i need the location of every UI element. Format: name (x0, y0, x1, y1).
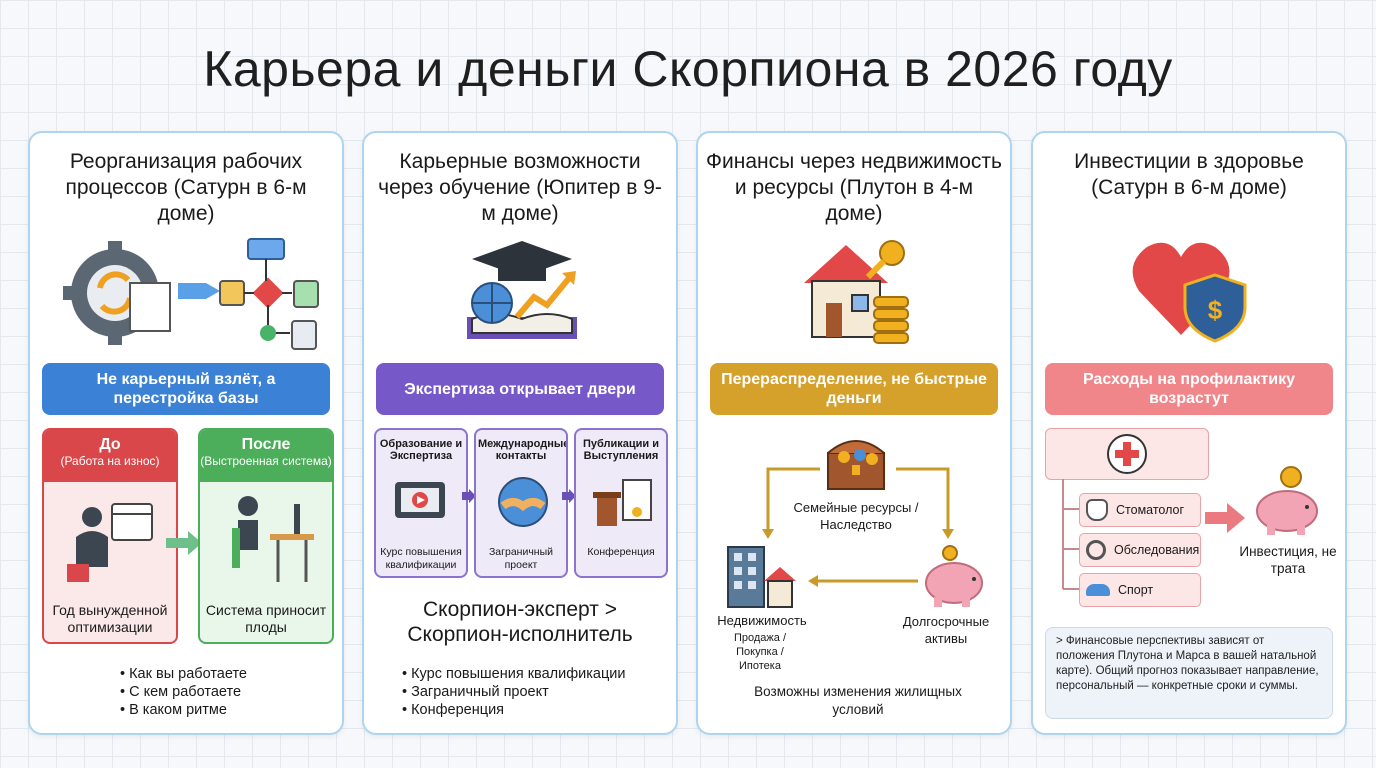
after-caption: Система приносит плоды (205, 602, 327, 635)
card-banner: Перераспределение, не быстрые деньги (710, 363, 998, 415)
step-caption: Конференция (587, 546, 655, 558)
list-item: Спорт (1079, 573, 1201, 607)
realty-sub: Продажа / Покупка / Ипотека (733, 632, 787, 672)
list-item: С кем работаете (120, 683, 247, 701)
gear-flowchart-icon (63, 238, 319, 350)
list-item: Стоматолог (1079, 493, 1201, 527)
tooth-icon (1086, 499, 1108, 521)
after-sub: (Выстроенная система) (200, 454, 332, 468)
card-title: Реорганизация рабочих процессов (Сатурн … (65, 150, 307, 225)
podium-icon (593, 479, 652, 526)
realty-label: Недвижимость (717, 613, 807, 628)
card-title: Финансы через недвижимость и ресурсы (Пл… (706, 150, 1002, 225)
headline: Скорпион-эксперт > Скорпион-исполнитель (407, 598, 633, 646)
list-item: В каком ритме (120, 701, 247, 719)
working-person-icon (232, 496, 314, 582)
step-panel: Публикации и Выступления Конференция (574, 428, 668, 578)
result-label: Инвестиция, не трата (1239, 544, 1337, 576)
treasure-chest-icon (827, 440, 885, 490)
step-panel: Международные контакты Заграничный проек… (474, 428, 568, 578)
before-label: До (99, 436, 121, 453)
card-learning: Карьерные возможности через обучение (Юп… (362, 131, 678, 735)
list-item: Как вы работаете (120, 665, 247, 683)
before-panel: До (Работа на износ) Год вынужденной опт… (42, 428, 178, 644)
step-caption: Заграничный проект (488, 546, 554, 571)
before-sub: (Работа на износ) (60, 454, 160, 468)
card-banner: Экспертиза открывает двери (376, 363, 664, 415)
item-label: Стоматолог (1116, 503, 1185, 517)
before-caption: Год вынужденной оптимизации (52, 602, 168, 635)
tree-lines (1062, 479, 1079, 590)
medical-box (1045, 428, 1209, 480)
piggy-bank-icon (925, 545, 983, 607)
item-label: Обследования (1114, 543, 1200, 557)
list-item: Заграничный проект (402, 683, 625, 701)
handshake-globe-icon (498, 477, 548, 527)
disclaimer-note: > Финансовые перспективы зависят от поло… (1045, 627, 1333, 719)
arrow-right-icon (462, 489, 476, 503)
building-icon (727, 546, 796, 608)
card-health: Инвестиции в здоровье (Сатурн в 6-м доме… (1031, 131, 1347, 735)
heart-shield-icon: $ (1132, 242, 1247, 343)
treasure-label: Семейные ресурсы / Наследство (793, 500, 919, 532)
arrow-right-icon (1205, 503, 1245, 533)
bullet-list: Курс повышения квалификации Заграничный … (402, 665, 625, 719)
video-course-icon (395, 482, 445, 518)
step-panel: Образование и Экспертиза Курс повышения … (374, 428, 468, 578)
arrow-right-icon (562, 489, 576, 503)
list-item: Курс повышения квалификации (402, 665, 625, 683)
assets-label: Долгосрочные активы (902, 614, 990, 646)
step-title: Публикации и Выступления (582, 438, 660, 462)
list-item: Конференция (402, 701, 625, 719)
card-title: Карьерные возможности через обучение (Юп… (378, 150, 662, 225)
house-key-coins-icon (804, 240, 909, 344)
after-panel: После (Выстроенная система) Система прин… (198, 428, 334, 644)
sneaker-icon (1086, 584, 1110, 596)
item-label: Спорт (1118, 583, 1154, 597)
tired-worker-icon (67, 503, 153, 582)
step-title: Образование и Экспертиза (379, 438, 463, 462)
list-item: Обследования (1079, 533, 1201, 567)
piggy-bank-icon (1256, 466, 1318, 535)
card-title: Инвестиции в здоровье (Сатурн в 6-м доме… (1074, 150, 1304, 199)
stethoscope-icon (1086, 540, 1106, 560)
footer-text: Возможны изменения жилищных условий (754, 684, 962, 717)
graduation-cap-icon (467, 241, 577, 339)
card-realty: Финансы через недвижимость и ресурсы (Пл… (696, 131, 1012, 735)
page-title: Карьера и деньги Скорпиона в 2026 году (203, 41, 1173, 97)
after-label: После (241, 436, 291, 453)
bullet-list: Как вы работаете С кем работаете В каком… (120, 665, 247, 719)
step-caption: Курс повышения квалификации (380, 546, 462, 571)
svg-text:$: $ (1208, 295, 1223, 325)
card-banner: Не карьерный взлёт, а перестройка базы (42, 363, 330, 415)
medical-cross-icon (1107, 434, 1147, 474)
arrow-right-icon (166, 531, 202, 555)
cycle-arrows (762, 467, 954, 587)
card-banner: Расходы на профилактику возрастут (1045, 363, 1333, 415)
card-work-processes: Реорганизация рабочих процессов (Сатурн … (28, 131, 344, 735)
step-title: Международные контакты (478, 438, 568, 462)
